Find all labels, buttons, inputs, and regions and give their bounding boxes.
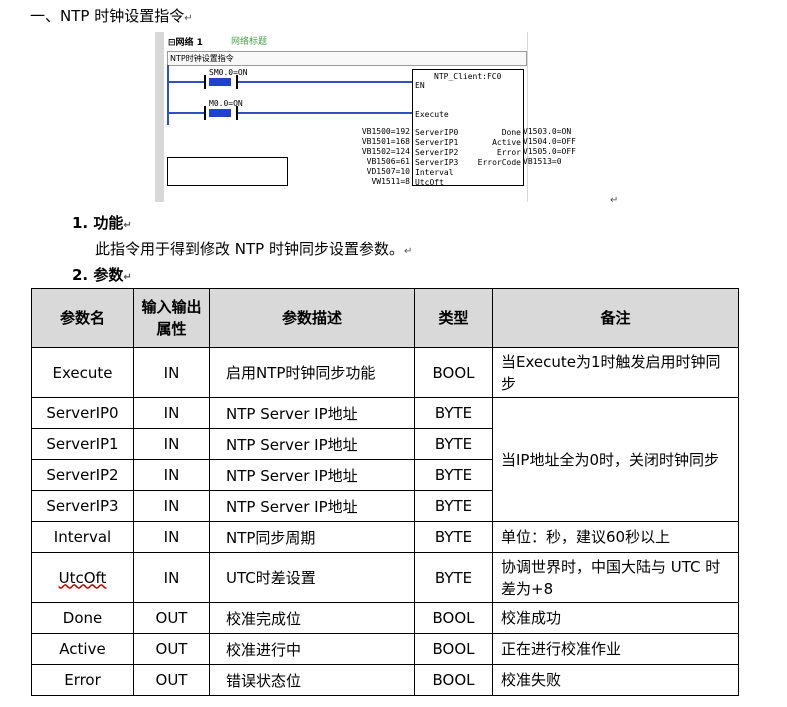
table-row: Interval IN NTP同步周期 BYTE 单位：秒，建议60秒以上 [31,521,739,553]
table-row: Error OUT 错误状态位 BOOL 校准失败 [31,664,739,696]
pin-active: Active [492,138,521,147]
pin-execute: Execute [415,110,449,119]
ntp-client-block: NTP_Client:FC0 EN Execute ServerIP0 Serv… [412,69,524,187]
block-name: NTP_Client:FC0 [434,72,502,81]
input-value-serverip0: VB1500=192 [361,127,410,136]
pin-error: Error [496,148,521,157]
section-2-title: 2. 参数↵ [72,266,132,284]
contact-label-2: M0.0=ON [209,99,243,108]
header-type: 类型 [414,288,493,348]
input-value-interval: VD1507=10 [366,167,410,176]
output-value-done: V1503.0=ON [523,127,572,136]
table-header-row: 参数名 输入输出属性 参数描述 类型 备注 [31,288,739,348]
table-row: ServerIP3 IN NTP Server IP地址 BYTE [31,490,739,522]
header-param-name: 参数名 [31,288,134,348]
header-io: 输入输出属性 [133,288,210,348]
pin-serverip3: ServerIP3 [415,158,459,167]
input-value-serverip3: VB1506=61 [366,157,410,166]
pin-en: EN [415,81,425,90]
pin-interval: Interval [415,168,454,177]
table-row: ServerIP1 IN NTP Server IP地址 BYTE [31,428,739,460]
pin-serverip1: ServerIP1 [415,138,459,147]
pin-serverip0: ServerIP0 [415,128,459,137]
input-value-serverip1: VB1501=168 [361,137,410,146]
pin-utcoft: UtcOft [415,178,444,187]
table-row: UtcOft IN UTC时差设置 BYTE 协调世界时，中国大陆与 UTC 时… [31,552,739,603]
network-label: ⊟网络 1 [168,38,203,48]
contact-label-1: SM0.0=ON [209,68,248,77]
section-1-title: 1. 功能↵ [72,214,132,232]
network-title-box: NTP时钟设置指令 [167,51,527,66]
page-heading: 一、NTP 时钟设置指令↵ [30,7,193,25]
ladder-left-bar [156,32,164,202]
input-value-utcoft: VW1511=8 [371,177,410,186]
table-row: Done OUT 校准完成位 BOOL 校准成功 [31,602,739,634]
table-row: Execute IN 启用NTP时钟同步功能 BOOL 当Execute为1时触… [31,347,739,398]
power-rail [167,65,169,125]
section-1-text: 此指令用于得到修改 NTP 时钟同步设置参数。↵ [95,240,413,258]
pin-done: Done [501,128,521,137]
header-desc: 参数描述 [209,288,415,348]
input-value-serverip2: VB1502=124 [361,147,410,156]
pin-errorcode: ErrorCode [477,158,521,167]
output-value-active: V1504.0=OFF [523,137,576,146]
parameter-table: 参数名 输入输出属性 参数描述 类型 备注 Execute IN 启用NTP时钟… [31,288,739,696]
output-value-error: V1505.0=OFF [523,147,576,156]
contact-sm0-0 [209,78,231,86]
table-row: ServerIP2 IN NTP Server IP地址 BYTE [31,459,739,491]
ladder-diagram: ⊟网络 1 网络标题 NTP时钟设置指令 SM0.0=ON M0.0=ON NT… [155,32,576,202]
empty-comment-box [167,157,288,186]
table-row: Active OUT 校准进行中 BOOL 正在进行校准作业 [31,633,739,665]
header-note: 备注 [492,288,739,348]
table-row: ServerIP0 IN NTP Server IP地址 BYTE 当IP地址全… [31,397,739,522]
network-comment: 网络标题 [231,37,268,47]
contact-m0-0 [209,109,231,117]
output-value-errorcode: VB1513=0 [523,157,562,166]
pin-serverip2: ServerIP2 [415,148,459,157]
